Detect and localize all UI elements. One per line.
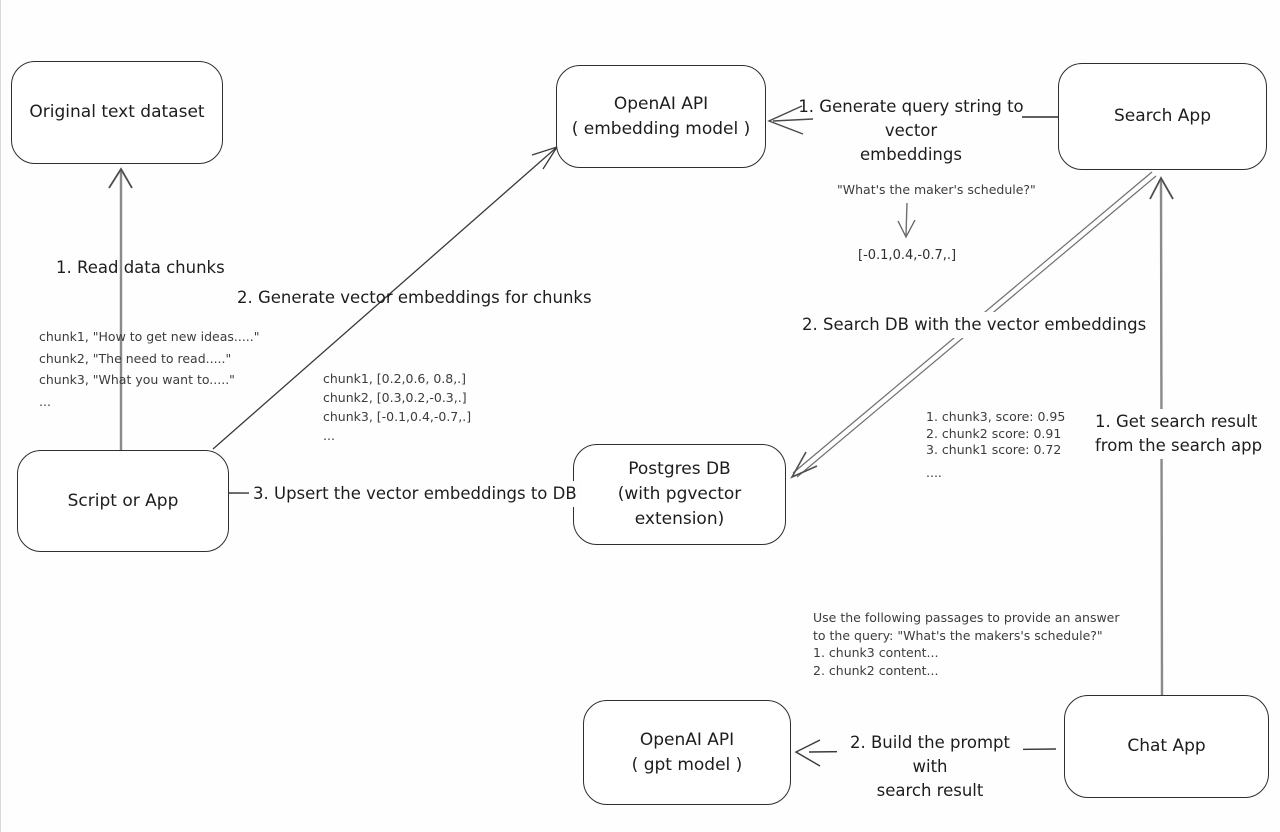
edge-label-generate-query: 1. Generate query string to vector embed… <box>798 97 1024 164</box>
node-title: Postgres DB <box>628 459 731 479</box>
node-label: Original text dataset <box>29 102 205 122</box>
edge-label-search-db: 2. Search DB with the vector embeddings <box>798 312 1151 338</box>
node-label: Script or App <box>67 490 179 511</box>
edge-label-get-search-result: 1. Get search result from the search app <box>1091 409 1267 459</box>
edge-label-upsert-embeddings: 3. Upsert the vector embeddings to DB <box>249 481 581 507</box>
edge-label-read-data-chunks: 1. Read data chunks <box>56 258 225 277</box>
annotation-prompt: Use the following passages to provide an… <box>813 610 1120 678</box>
node-title: OpenAI API <box>639 729 735 750</box>
annotation-vectors: chunk1, [0.2,0.6, 0.8,.] chunk2, [0.3,0.… <box>323 371 472 443</box>
annotation-query-string: "What's the maker's schedule?" <box>837 182 1036 197</box>
arrow-query-to-vector <box>897 202 916 239</box>
node-script-or-app[interactable]: Script or App <box>17 450 229 552</box>
annotation-query-vector: [-0.1,0.4,-0.7,.] <box>858 248 957 263</box>
node-openai-embedding[interactable]: OpenAI API ( embedding model ) <box>556 65 766 168</box>
arrow-read-chunks <box>108 167 133 450</box>
node-search-app[interactable]: Search App <box>1058 63 1267 170</box>
node-subtitle: ( gpt model ) <box>631 754 743 775</box>
node-subtitle: (with pgvector extension) <box>617 484 742 529</box>
node-postgres-db[interactable]: Postgres DB (with pgvector extension) <box>573 444 786 545</box>
arrow-generate-query <box>767 105 1058 135</box>
edge-label-build-prompt: 2. Build the prompt with search result <box>837 730 1023 804</box>
node-chat-app[interactable]: Chat App <box>1064 695 1269 798</box>
node-openai-gpt[interactable]: OpenAI API ( gpt model ) <box>583 700 791 805</box>
annotation-chunks: chunk1, "How to get new ideas....." chun… <box>39 329 260 409</box>
node-label: Search App <box>1113 106 1212 126</box>
edge-label-generate-embeddings: 2. Generate vector embeddings for chunks <box>237 288 592 307</box>
node-subtitle: ( embedding model ) <box>571 118 751 139</box>
node-title: OpenAI API <box>613 93 709 114</box>
node-label: Chat App <box>1127 736 1206 756</box>
node-original-text-dataset[interactable]: Original text dataset <box>11 61 223 164</box>
annotation-scores: 1. chunk3, score: 0.95 2. chunk2 score: … <box>926 409 1066 480</box>
